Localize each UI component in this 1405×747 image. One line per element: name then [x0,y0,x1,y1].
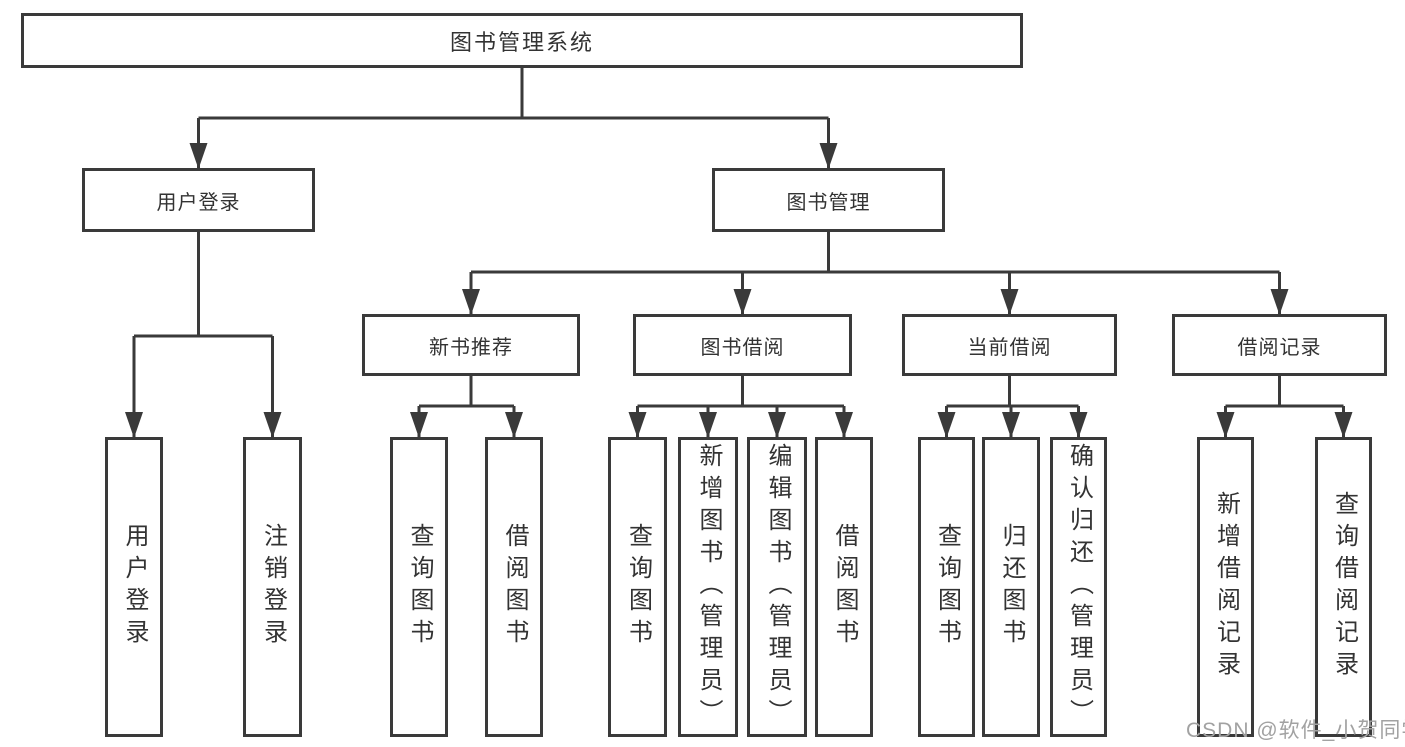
connector-arrows-current-borrow [937,406,1088,438]
leaf-cb-return-books-label: 归还图书 [998,523,1025,651]
leaf-nbr-borrow-books-label: 借阅图书 [501,523,528,651]
leaf-br-add-record-label: 新增借阅记录 [1212,491,1240,683]
leaf-nbr-query-books-label: 查询图书 [406,523,433,651]
leaf-cb-confirm-return-admin: 确认归还（管理员） [1050,437,1107,737]
connector-arrows-level3 [462,272,1289,315]
node-borrow-records-label: 借阅记录 [1237,336,1322,359]
node-root-label: 图书管理系统 [449,29,594,55]
connector-arrows-borrow-records [1216,406,1353,438]
leaf-cb-query-books-label: 查询图书 [933,523,961,651]
node-book-borrow: 图书借阅 [633,314,852,376]
leaf-cb-return-books: 归还图书 [982,437,1040,737]
leaf-bb-borrow-books: 借阅图书 [815,437,873,737]
connector-arrows-book-borrow [628,406,853,438]
leaf-bb-borrow-books-label: 借阅图书 [831,523,858,651]
leaf-nbr-borrow-books: 借阅图书 [485,437,543,737]
node-root-system: 图书管理系统 [21,13,1023,68]
connector-arrows-user-login [125,336,282,438]
leaf-cb-confirm-return-admin-label: 确认归还（管理员） [1065,443,1093,731]
node-book-borrow-label: 图书借阅 [700,336,785,359]
leaf-nbr-query-books: 查询图书 [390,437,448,737]
leaf-br-add-record: 新增借阅记录 [1197,437,1254,737]
leaf-cb-query-books: 查询图书 [918,437,975,737]
leaf-bb-edit-books-admin-label: 编辑图书（管理员） [764,443,791,731]
node-borrow-records: 借阅记录 [1172,314,1387,376]
node-book-management: 图书管理 [712,168,945,232]
leaf-bb-add-books-admin: 新增图书（管理员） [678,437,738,737]
leaf-logout: 注销登录 [243,437,302,737]
node-current-borrow-label: 当前借阅 [967,336,1052,359]
node-new-book-recommend-label: 新书推荐 [429,336,513,359]
csdn-watermark: CSDN @软件_小贺同学 [1186,719,1405,742]
leaf-user-login: 用户登录 [105,437,163,737]
leaf-bb-query-books: 查询图书 [608,437,667,737]
node-user-login: 用户登录 [82,168,315,232]
node-current-borrow: 当前借阅 [902,314,1117,376]
leaf-bb-edit-books-admin: 编辑图书（管理员） [747,437,807,737]
node-book-management-label: 图书管理 [786,191,871,214]
leaf-logout-label: 注销登录 [259,523,287,651]
connector-arrows-level2 [189,118,838,169]
leaf-br-query-record-label: 查询借阅记录 [1330,491,1358,683]
leaf-user-login-label: 用户登录 [121,523,148,651]
connector-arrows-new-book [410,406,523,438]
leaf-br-query-record: 查询借阅记录 [1315,437,1372,737]
node-new-book-recommend: 新书推荐 [362,314,580,376]
leaf-bb-add-books-admin-label: 新增图书（管理员） [695,443,722,731]
node-user-login-label: 用户登录 [156,191,241,214]
leaf-bb-query-books-label: 查询图书 [624,523,652,651]
